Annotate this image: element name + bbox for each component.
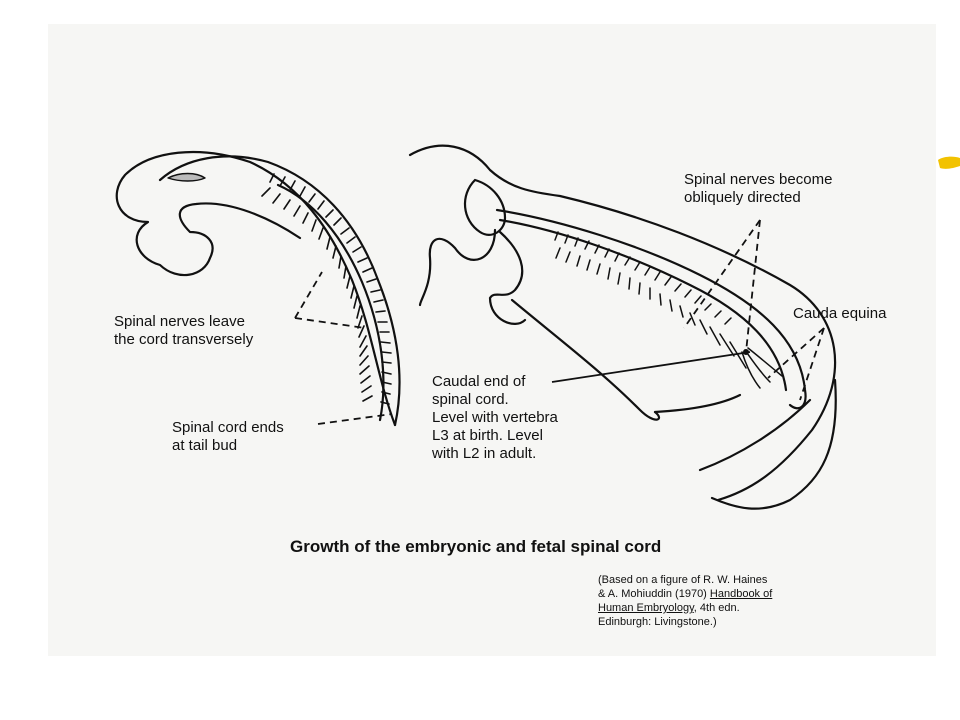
citation-line-4: Edinburgh: Livingstone.) [598, 616, 717, 628]
label-nerves-oblique: Spinal nerves become obliquely directed [684, 171, 833, 206]
embryo-nerves [261, 173, 392, 405]
figure-citation: (Based on a figure of R. W. Haines & A. … [598, 573, 772, 629]
caudal-end-marker [743, 349, 749, 355]
figure-panel [48, 24, 936, 656]
citation-line-3: Human Embryology, 4th edn. [598, 602, 740, 614]
fetus-nerves [554, 231, 783, 389]
citation-line-2: & A. Mohiuddin (1970) Handbook of [598, 588, 773, 600]
embryo-outline [115, 150, 401, 427]
label-cauda-equina: Cauda equina [793, 305, 887, 322]
caudal-end-pointer [551, 351, 751, 383]
accent-mark [938, 156, 960, 169]
figure-title: Growth of the embryonic and fetal spinal… [290, 537, 662, 556]
label-cord-ends: Spinal cord ends at tail bud [172, 419, 284, 454]
label-nerves-transverse: Spinal nerves leave the cord transversel… [114, 313, 254, 348]
citation-line-1: (Based on a figure of R. W. Haines [598, 574, 768, 586]
fetus-outline [408, 144, 837, 510]
label-caudal-end: Caudal end of spinal cord. Level with ve… [432, 373, 558, 462]
pointer-lines [294, 219, 825, 425]
